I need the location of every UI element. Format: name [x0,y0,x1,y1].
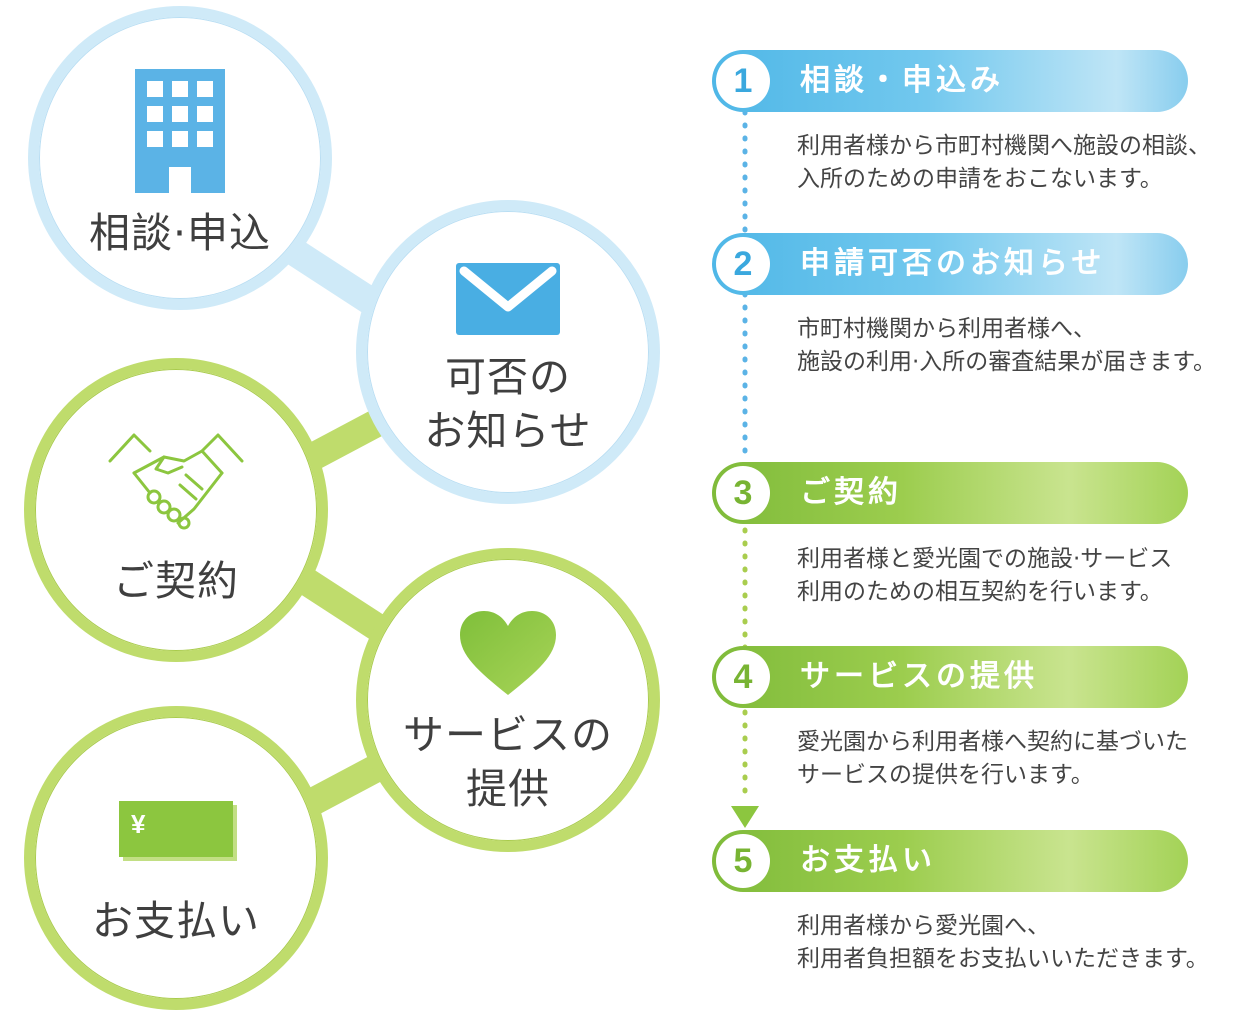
yen-symbol: ¥ [131,809,146,839]
step-4-desc-line1: 愛光園から利用者様へ契約に基づいた [797,729,1188,755]
circle-notice: 可否の お知らせ [356,200,660,504]
step-5-title: お支払い [800,843,936,878]
step-3-desc-line1: 利用者様と愛光園での施設·サービス [797,546,1173,572]
circle-payment: ¥ お支払い [24,706,328,1010]
step-4-number: 4 [716,650,770,704]
yen-bill-icon: ¥ [119,801,233,857]
circle-notice-label-line1: 可否の [445,353,571,401]
step-3-number: 3 [716,466,770,520]
building-icon [135,69,225,193]
step-2-description: 市町村機関から利用者様へ、 施設の利用·入所の審査結果が届きます。 [797,313,1216,379]
step-1-number: 1 [716,54,770,108]
circle-service-label-line1: サービスの [403,711,613,759]
circle-contract-label: ご契約 [113,557,239,605]
step-2-number: 2 [716,237,770,291]
step-1-description: 利用者様から市町村機関へ施設の相談、 入所のための申請をおこないます。 [797,130,1211,196]
step-4-description: 愛光園から利用者様へ契約に基づいた サービスの提供を行います。 [797,726,1188,792]
circle-consult: 相談·申込 [28,6,332,310]
step-5-bar: 5 お支払い [712,830,1188,892]
handshake-icon [108,433,244,530]
circle-service: サービスの 提供 [356,548,660,852]
step-4-bar: 4 サービスの提供 [712,646,1188,708]
step-1-bar: 1 相談・申込み [712,50,1188,112]
step-5-description: 利用者様から愛光園へ、 利用者負担額をお支払いいただきます。 [797,910,1209,976]
circle-payment-label: お支払い [92,897,260,945]
heart-icon [460,611,556,695]
step-2-desc-line1: 市町村機関から利用者様へ、 [797,316,1096,342]
step-3-description: 利用者様と愛光園での施設·サービス 利用のための相互契約を行います。 [797,543,1172,609]
circle-contract: ご契約 [24,358,328,662]
step-2-desc-line2: 施設の利用·入所の審査結果が届きます。 [797,349,1217,375]
envelope-icon [456,263,560,335]
step-5-number: 5 [716,834,770,888]
circle-service-label-line2: 提供 [466,765,550,813]
circle-notice-label-line2: お知らせ [424,407,592,455]
step-1-desc-line2: 入所のための申請をおこないます。 [797,166,1163,192]
step-2-bar: 2 申請可否のお知らせ [712,233,1188,295]
circle-consult-label: 相談·申込 [88,209,272,257]
timeline-dots [731,109,759,828]
step-3-title: ご契約 [800,475,902,510]
step-1-title: 相談・申込み [800,63,1004,98]
step-3-desc-line2: 利用のための相互契約を行います。 [797,579,1163,605]
step-1-desc-line1: 利用者様から市町村機関へ施設の相談、 [797,133,1211,159]
step-2-title: 申請可否のお知らせ [800,246,1106,281]
step-3-bar: 3 ご契約 [712,462,1188,524]
step-5-desc-line1: 利用者様から愛光園へ、 [797,913,1050,939]
step-4-desc-line2: サービスの提供を行います。 [797,762,1094,788]
step-4-title: サービスの提供 [800,659,1038,694]
step-5-desc-line2: 利用者負担額をお支払いいただきます。 [797,946,1209,972]
